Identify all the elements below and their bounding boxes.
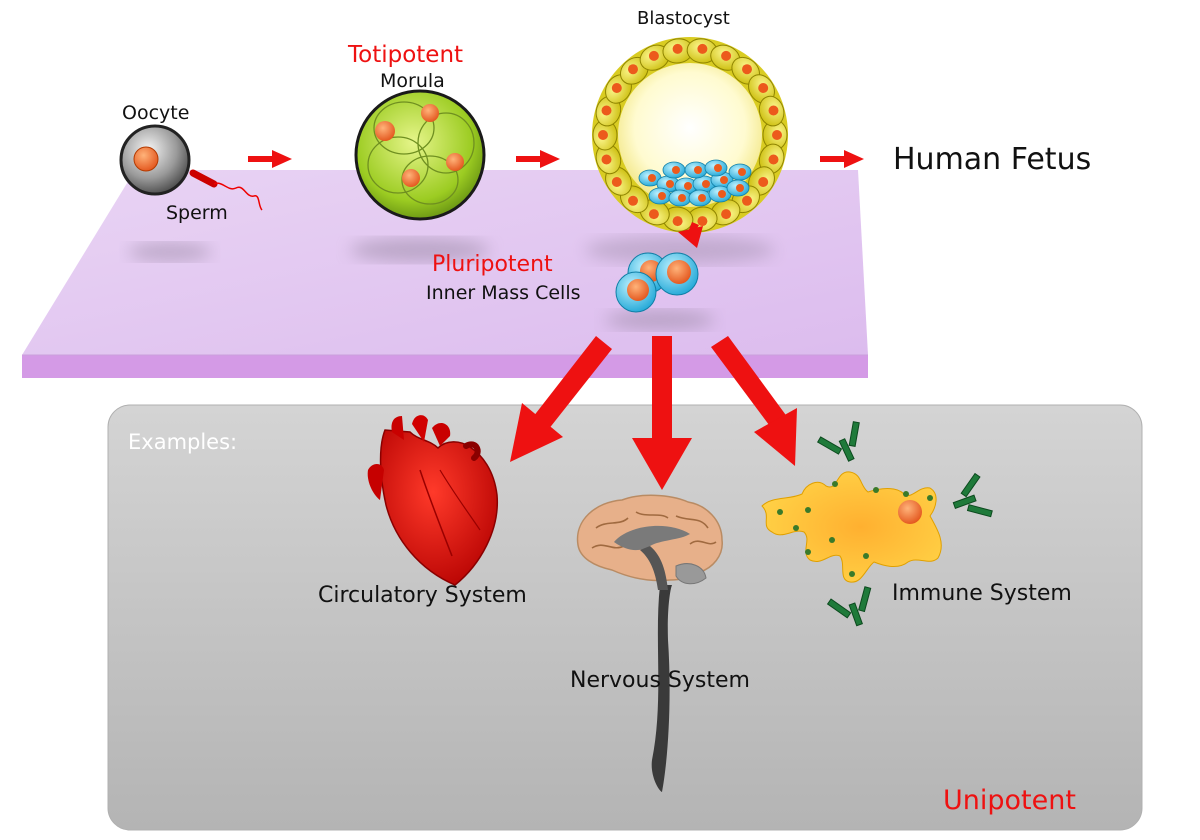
cell-nucleus <box>666 180 674 188</box>
oocyte-icon <box>119 124 191 196</box>
cell-nucleus <box>698 194 706 202</box>
arrow-down-icon <box>632 336 692 490</box>
cell-nucleus <box>601 154 612 165</box>
cell-shadows <box>128 236 775 330</box>
cell-nucleus <box>697 216 708 227</box>
cell-nucleus <box>714 164 722 172</box>
examples-panel <box>107 404 1143 831</box>
cell-nucleus <box>736 184 744 192</box>
cell-nucleus <box>672 216 683 227</box>
immune-system-label: Immune System <box>892 581 1072 606</box>
morula-label: Morula <box>380 70 445 92</box>
oocyte-label: Oocyte <box>122 102 190 124</box>
cell-nucleus <box>772 130 782 140</box>
human-fetus-label: Human Fetus <box>893 142 1092 177</box>
unipotent-label: Unipotent <box>943 785 1076 816</box>
sperm-icon <box>189 169 263 211</box>
nervous-system-label: Nervous System <box>570 668 750 693</box>
brain-icon <box>576 494 723 792</box>
cell-nucleus <box>648 50 659 61</box>
small-arrows <box>248 150 864 248</box>
cell-nucleus <box>672 166 680 174</box>
inner-mass-cells-icon <box>615 252 699 313</box>
immune-cell-icon <box>761 471 942 583</box>
blastocyst-label: Blastocyst <box>637 8 730 29</box>
cell-nucleus <box>720 176 728 184</box>
cell-nucleus <box>648 209 659 220</box>
arrow-right-icon <box>820 150 864 168</box>
cell-nucleus <box>694 166 702 174</box>
arrow-down-left-icon <box>510 336 612 462</box>
heart-icon <box>367 415 499 586</box>
cell-nucleus <box>738 168 746 176</box>
cell-nucleus <box>718 190 726 198</box>
circulatory-system-label: Circulatory System <box>318 583 527 608</box>
cell-nucleus <box>672 43 683 54</box>
cell-nucleus <box>721 209 732 220</box>
cell-nucleus <box>611 83 622 93</box>
morula-icon <box>354 89 486 221</box>
cell-nucleus <box>758 83 769 93</box>
cell-nucleus <box>684 182 692 190</box>
inner-mass-cells-label: Inner Mass Cells <box>426 282 581 304</box>
cell-nucleus <box>628 64 638 75</box>
cell-nucleus <box>628 195 638 206</box>
cell-nucleus <box>742 64 752 75</box>
cell-nucleus <box>768 154 779 165</box>
examples-heading: Examples: <box>128 430 238 454</box>
cell-nucleus <box>598 130 608 140</box>
antibody-icon <box>816 421 993 627</box>
totipotent-label: Totipotent <box>348 42 464 68</box>
blastocyst-icon <box>592 37 788 233</box>
arrow-right-icon <box>516 150 560 168</box>
cell-nucleus <box>758 177 769 187</box>
cell-nucleus <box>768 105 779 116</box>
cell-nucleus <box>678 194 686 202</box>
pluripotent-label: Pluripotent <box>432 252 553 277</box>
cell-nucleus <box>601 105 612 116</box>
arrow-right-icon <box>248 150 292 168</box>
cell-nucleus <box>648 174 656 182</box>
arrow-down-right-icon <box>711 336 797 466</box>
cell-nucleus <box>721 50 732 61</box>
large-arrows <box>510 336 797 490</box>
arrow-down-icon <box>678 222 703 248</box>
cell-nucleus <box>742 195 752 206</box>
cell-nucleus <box>658 192 666 200</box>
cell-nucleus <box>702 180 710 188</box>
sperm-label: Sperm <box>166 202 228 224</box>
cell-nucleus <box>611 177 622 187</box>
cell-nucleus <box>697 43 708 54</box>
